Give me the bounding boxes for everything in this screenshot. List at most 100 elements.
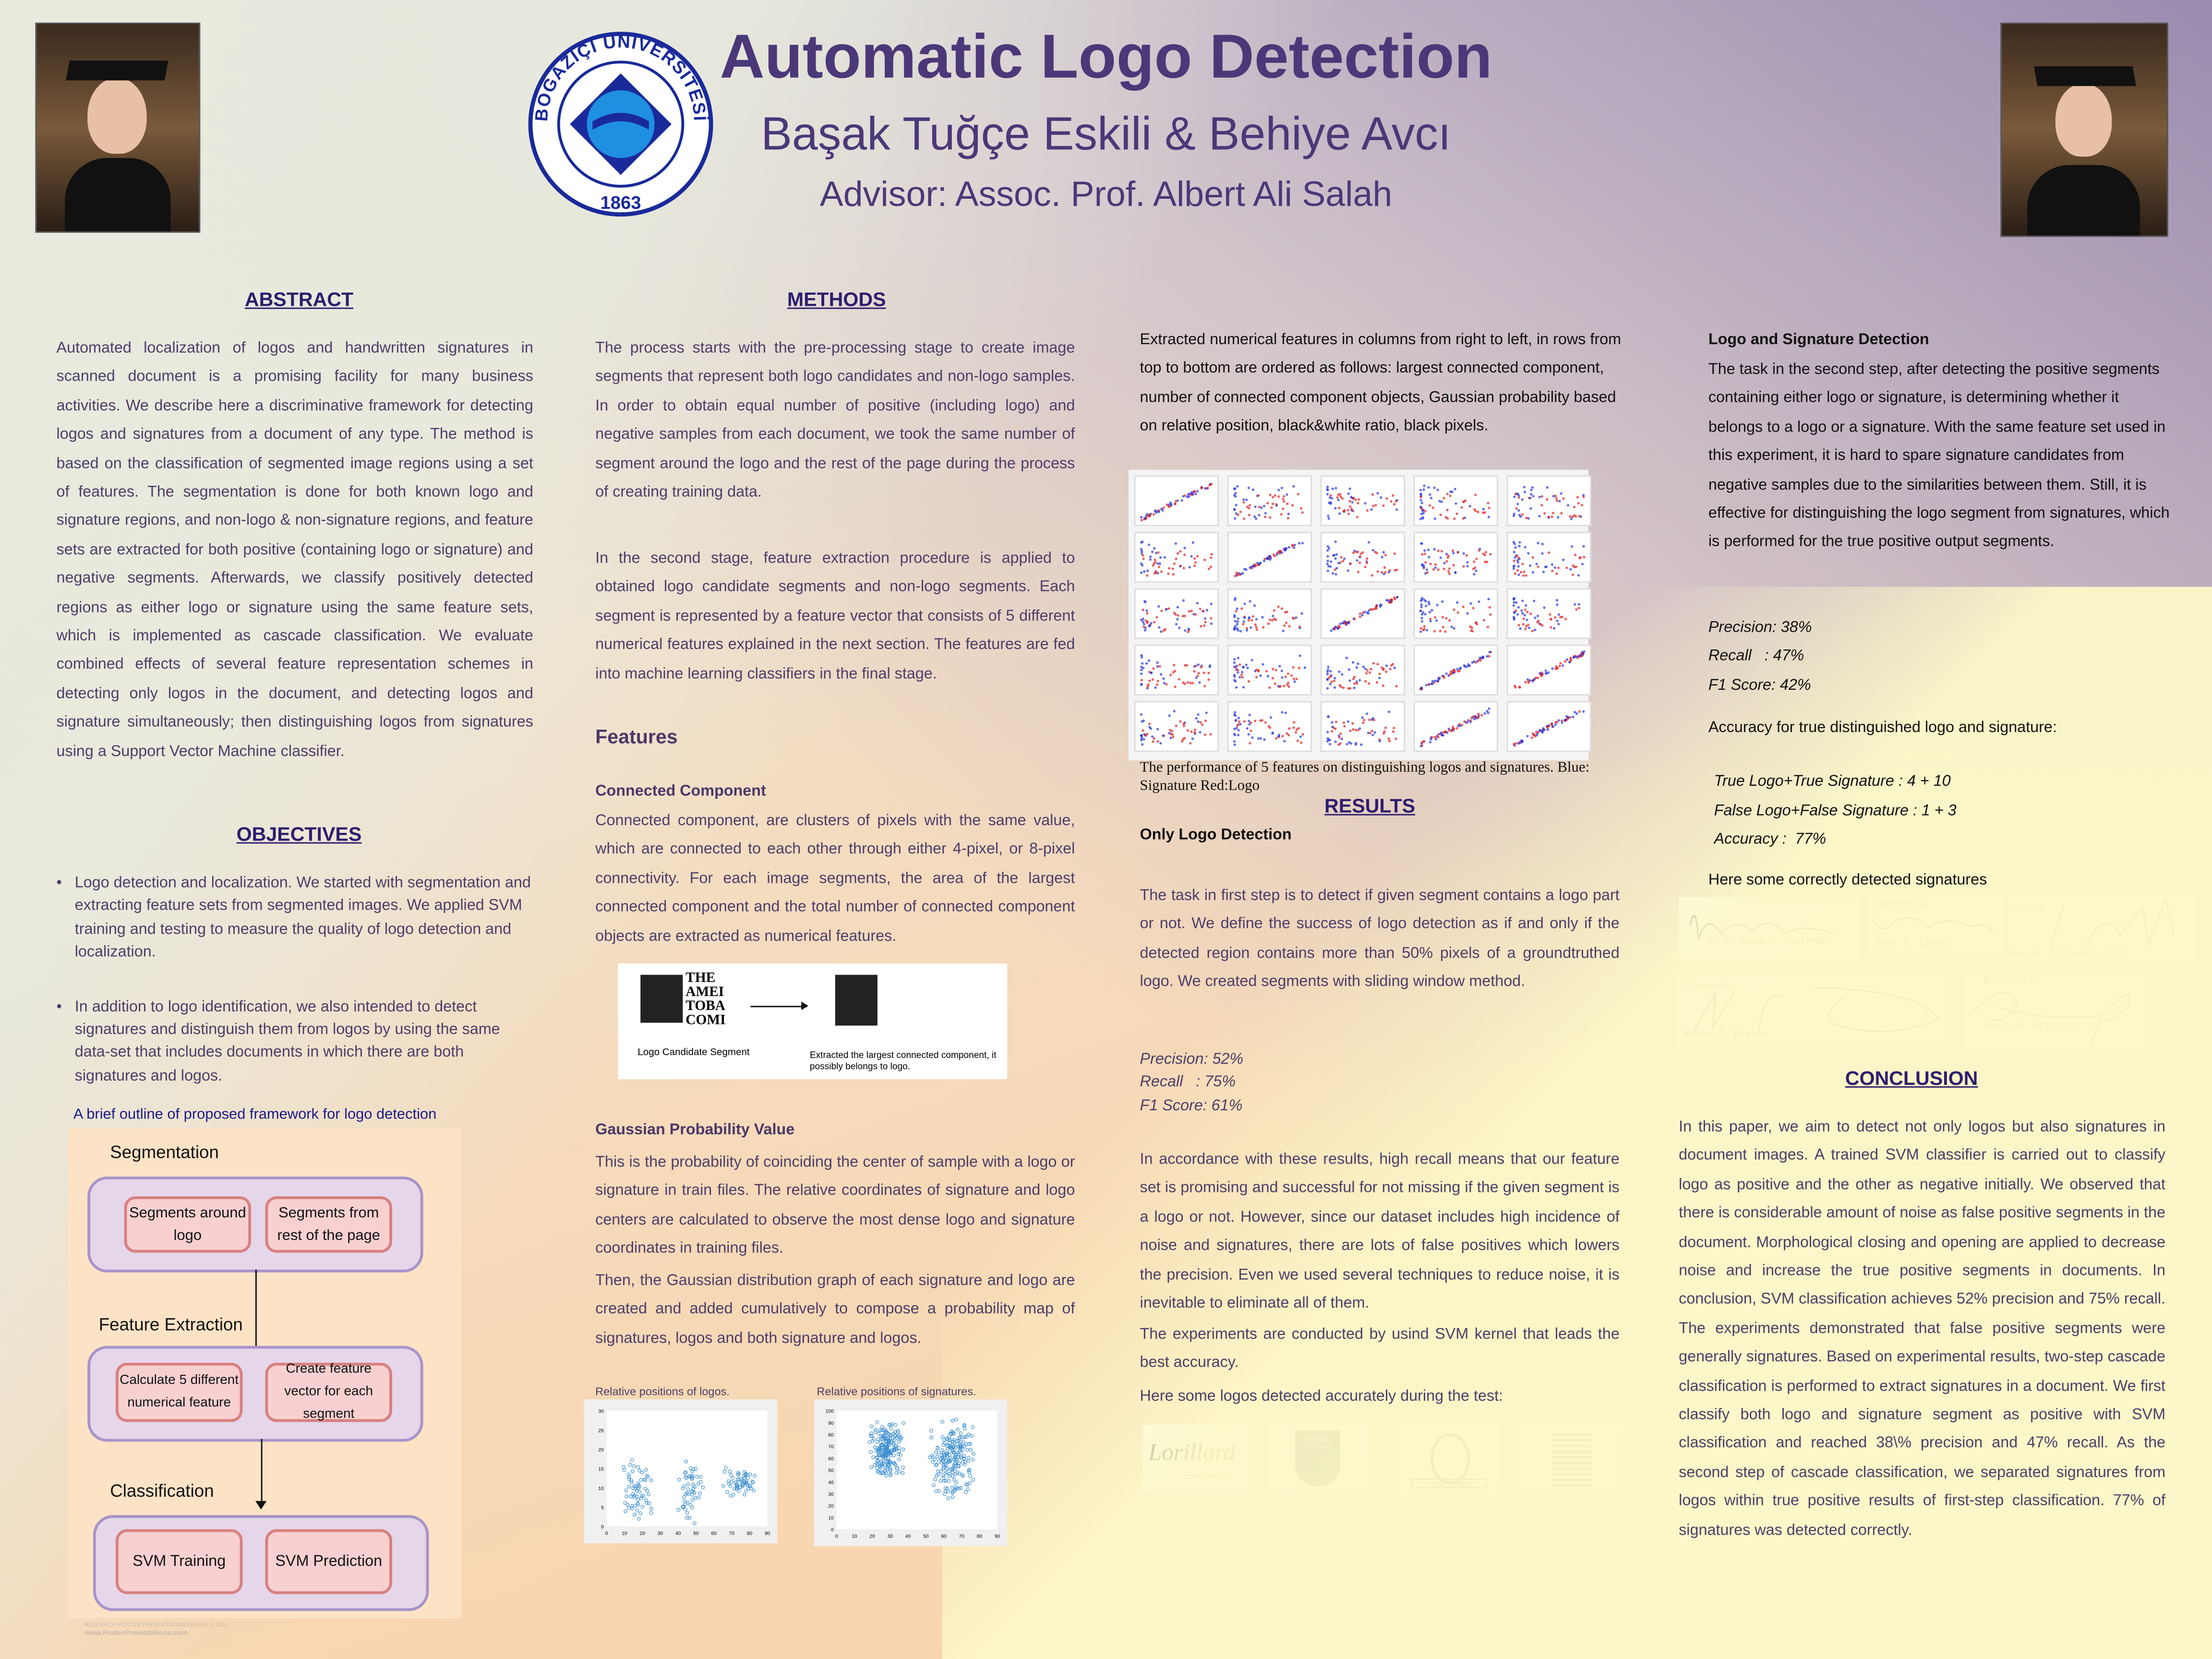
- logo-point: [1533, 733, 1536, 736]
- signature-point: [1334, 677, 1336, 680]
- signature-winder: J. H. Winder, Chairman: [1679, 897, 1858, 960]
- signature-point: [1577, 574, 1580, 577]
- signature-point: [1346, 743, 1348, 745]
- logo-point: [1563, 660, 1567, 663]
- conclusion-text: In this paper, we aim to detect not only…: [1679, 1118, 2166, 1539]
- signature-point: [1156, 562, 1159, 565]
- logo-point: [1458, 669, 1461, 672]
- logo-point: [1264, 721, 1267, 724]
- signature-point: [1462, 552, 1465, 555]
- signature-point: [1536, 614, 1539, 617]
- scatter-point: [930, 1454, 934, 1457]
- scatter-point: [934, 1489, 938, 1493]
- scatter-point: [740, 1479, 744, 1482]
- signature-point: [1236, 485, 1239, 488]
- scatter-point: [875, 1420, 879, 1424]
- signature-point: [1184, 629, 1187, 632]
- logo-point: [1204, 719, 1207, 722]
- scatter-point: [690, 1469, 694, 1473]
- logo-point: [1342, 510, 1345, 513]
- signature-point: [1467, 663, 1470, 666]
- logo-point: [1358, 615, 1361, 618]
- ls-sig-intro: Here some correctly detected signatures: [1708, 872, 1987, 889]
- signature-point: [1530, 489, 1533, 492]
- signature-point: [1531, 679, 1534, 683]
- signature-point: [1346, 569, 1349, 572]
- logo-point: [1473, 715, 1476, 718]
- signature-point: [1533, 600, 1536, 602]
- results-p1: The task in first step is to detect if g…: [1140, 887, 1620, 991]
- scatter-point: [878, 1464, 882, 1468]
- signature-point: [1259, 737, 1262, 740]
- scatter-point: [945, 1452, 950, 1456]
- scatter-point: [869, 1424, 874, 1429]
- signature-point: [1197, 720, 1200, 723]
- logo-point: [1472, 607, 1475, 610]
- logo-point: [1562, 497, 1565, 500]
- logo-point: [1422, 740, 1425, 743]
- logo-point: [1444, 516, 1447, 519]
- signature-point: [1387, 710, 1391, 713]
- scatter-point: [941, 1476, 946, 1480]
- logo-point: [1146, 612, 1149, 615]
- signature-point: [1345, 657, 1348, 660]
- signature-point: [1459, 666, 1462, 670]
- signature-krivisky: Sincerely, Barry M. Krivisky: [1960, 973, 2144, 1053]
- logo-point: [1482, 553, 1485, 555]
- logo-point: [1245, 627, 1249, 630]
- logo-point: [1524, 681, 1527, 684]
- logo-point: [1160, 570, 1163, 573]
- logo-point: [1551, 512, 1555, 515]
- signature-point: [1537, 541, 1539, 544]
- logo-point: [1462, 605, 1465, 608]
- scatter-point: [963, 1435, 967, 1439]
- scatter-point: [876, 1458, 880, 1462]
- signature-point: [1572, 656, 1575, 659]
- scatter-point: [632, 1484, 637, 1488]
- signature-point: [1526, 734, 1529, 738]
- signature-point: [1245, 498, 1248, 501]
- signature-point: [1283, 548, 1286, 551]
- signature-point: [1233, 727, 1236, 731]
- logo-point: [1238, 720, 1241, 723]
- logo-point: [1338, 736, 1341, 739]
- scatter-point: [880, 1471, 884, 1475]
- logo-point: [1550, 722, 1553, 725]
- scatter-point: [897, 1470, 902, 1474]
- signature-point: [1266, 556, 1269, 559]
- signature-point: [1582, 545, 1585, 548]
- signature-point: [1456, 668, 1459, 671]
- signature-point: [1334, 573, 1337, 576]
- scatter-point: [747, 1483, 752, 1488]
- logo-point: [1524, 627, 1527, 630]
- plot-sigs-caption: Relative positions of signatures.: [817, 1385, 976, 1398]
- signature-point: [1560, 492, 1563, 495]
- logo-point: [1464, 499, 1467, 502]
- logo-point: [1424, 510, 1427, 513]
- signature-point: [1433, 517, 1437, 520]
- signature-point: [1328, 496, 1332, 499]
- logo-point: [1295, 728, 1298, 731]
- logo-point: [1393, 726, 1395, 730]
- signature-point: [1577, 603, 1580, 606]
- logo-point: [1167, 572, 1170, 575]
- signature-point: [1242, 620, 1245, 623]
- logo-point: [1354, 498, 1357, 501]
- signature-point: [1555, 599, 1559, 601]
- signature-point: [1519, 627, 1522, 630]
- signature-point: [1482, 507, 1485, 511]
- scatter-point: [645, 1501, 649, 1505]
- signature-point: [1538, 515, 1541, 517]
- signature-point: [1422, 512, 1425, 515]
- signature-point: [1386, 599, 1389, 602]
- scatter-point: [934, 1463, 938, 1467]
- scatter-point: [962, 1462, 967, 1467]
- footer-url[interactable]: www.PosterPresentations.com: [84, 1629, 188, 1638]
- logo-point: [1359, 553, 1362, 555]
- logo-point: [1182, 681, 1185, 684]
- logo-point: [1183, 614, 1186, 617]
- scatter-point: [950, 1474, 955, 1479]
- feature-subplot: [1413, 588, 1498, 639]
- logo-point: [1371, 608, 1374, 611]
- cc-fig-left-label: Logo Candidate Segment: [637, 1048, 750, 1058]
